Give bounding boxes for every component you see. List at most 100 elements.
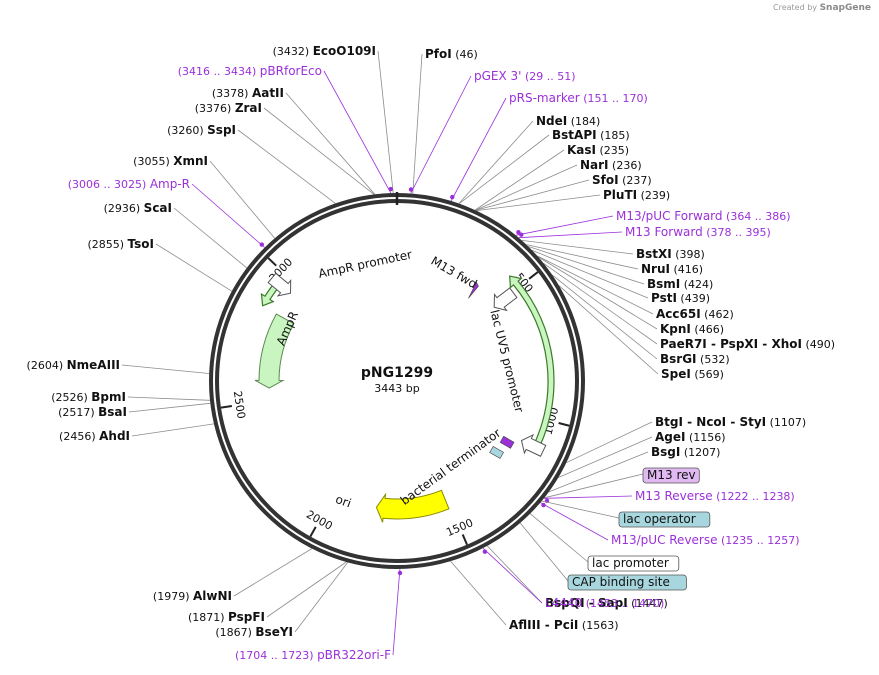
right-label-20-btgi-ncoi-styi[interactable]: BtgI - NcoI - StyI (1107) [655,415,806,429]
right-label-30-l4440-connector [482,547,543,604]
left-label-13-alwni[interactable]: (1979) AlwNI [153,589,232,603]
right-label-20-btgi-ncoi-styi-text: BtgI - NcoI - StyI (1107) [655,415,806,429]
left-label-13-alwni-text: (1979) AlwNI [153,589,232,603]
right-label-23-m13-rev-connector [544,473,644,499]
left-label-5-xmni[interactable]: (3055) XmnI [133,154,208,168]
left-label-15-bseyi-text: (1867) BseYI [215,625,293,639]
right-label-13-bsmi[interactable]: BsmI (424) [647,277,713,291]
right-label-20-btgi-ncoi-styi-connector [566,421,653,464]
left-label-1-pbrforeco[interactable]: (3416 .. 3434) pBRforEco [178,64,322,78]
right-label-18-bsrgi[interactable]: BsrGI (532) [660,352,730,366]
right-label-30-l4440[interactable]: L4440 (1453 .. 1470) [545,596,664,610]
right-label-4-bstapi[interactable]: BstAPI (185) [552,128,630,142]
left-label-3-zrai-connector [263,107,375,195]
right-label-23-m13-rev[interactable]: M13 rev [642,467,700,484]
right-label-12-nrui[interactable]: NruI (416) [641,262,703,276]
right-label-31-afliii-pcii-pos: (1563) [578,619,618,632]
left-label-8-tsoi-connector [155,243,233,292]
right-label-24-m13-reverse-pos: (1222 .. 1238) [713,490,795,503]
feature-lac-uv5-promoter[interactable] [509,275,555,449]
right-label-18-bsrgi-pos: (532) [697,353,730,366]
right-label-9-m13-puc-forward[interactable]: M13/pUC Forward (364 .. 386) [616,209,791,223]
left-label-5-xmni-name: XmnI [173,154,208,168]
left-label-8-tsoi[interactable]: (2855) TsoI [87,237,154,251]
right-label-6-nari[interactable]: NarI (236) [580,158,642,172]
left-label-16-pbr322ori-f-name: pBR322ori-F [317,648,391,662]
left-label-10-bpmi[interactable]: (2526) BpmI [51,390,126,404]
right-label-24-m13-reverse[interactable]: M13 Reverse (1222 .. 1238) [635,489,795,503]
right-label-3-ndei[interactable]: NdeI (184) [536,114,600,128]
right-label-7-sfoi-name: SfoI [592,173,619,187]
right-label-14-psti-connector [531,249,649,299]
left-label-4-sspi-text: (3260) SspI [167,123,236,137]
left-label-7-scai-pos: (2936) [104,202,144,215]
right-label-8-pluti[interactable]: PluTI (239) [603,188,670,202]
left-label-12-ahdi-pos: (2456) [59,430,99,443]
right-label-7-sfoi[interactable]: SfoI (237) [592,173,652,187]
left-label-0-ecoo109i[interactable]: (3432) EcoO109I [273,44,376,58]
right-label-22-bsgi-pos: (1207) [680,446,720,459]
left-label-11-bsai[interactable]: (2517) BsaI [58,405,127,419]
right-label-19-spei-name: SpeI [661,367,691,381]
left-label-6-amp-r-pos: (3006 .. 3025) [68,178,150,191]
right-label-10-m13-forward-name: M13 Forward [625,225,703,239]
right-label-0-pfoi-pos: (46) [452,48,478,61]
left-label-15-bseyi[interactable]: (1867) BseYI [215,625,293,639]
right-label-26-m13-puc-reverse-name: M13/pUC Reverse [611,533,718,547]
right-label-18-bsrgi-text: BsrGI (532) [660,352,730,366]
left-label-1-pbrforeco-site-mark [388,186,393,192]
left-label-2-aatii[interactable]: (3378) AatII [212,86,284,100]
right-label-29-bspqi-sapi-text: BspQI - SapI (1447) [545,596,668,610]
right-label-16-kpni-name: KpnI [660,322,691,336]
left-label-5-xmni-pos: (3055) [133,155,173,168]
right-label-13-bsmi-text: BsmI (424) [647,277,713,291]
right-label-5-kasi-text: KasI (235) [567,143,629,157]
right-label-16-kpni-pos: (466) [691,323,724,336]
right-label-31-afliii-pcii[interactable]: AflIII - PciI (1563) [509,618,618,632]
feature-ampr[interactable] [254,313,295,389]
left-label-16-pbr322ori-f[interactable]: (1704 .. 1723) pBR322ori-F [235,648,391,662]
right-label-26-m13-puc-reverse[interactable]: M13/pUC Reverse (1235 .. 1257) [611,533,800,547]
right-label-10-m13-forward-connector [518,231,623,239]
feature-ori[interactable] [375,489,450,523]
left-label-9-nmeaiii[interactable]: (2604) NmeAIII [27,358,120,372]
site-labels[interactable]: (3432) EcoO109I (3416 .. 3434) pBRforEco (… [27,44,836,662]
left-label-5-xmni-text: (3055) XmnI [133,154,208,168]
left-label-6-amp-r[interactable]: (3006 .. 3025) Amp-R [68,177,190,191]
right-label-7-sfoi-connector [475,179,590,211]
left-label-10-bpmi-connector [127,396,211,401]
left-label-3-zrai[interactable]: (3376) ZraI [195,101,262,115]
right-label-29-bspqi-sapi[interactable]: BspQI - SapI (1447) [545,596,668,610]
right-label-4-bstapi-connector [459,134,550,204]
right-label-11-bstxi[interactable]: BstXI (398) [636,247,705,261]
right-label-30-l4440-pos: (1453 .. 1470) [582,597,664,610]
right-label-22-bsgi[interactable]: BsgI (1207) [651,445,720,459]
feature-m13-fwd[interactable] [468,281,479,299]
right-label-21-agei[interactable]: AgeI (1156) [655,430,726,444]
right-label-5-kasi[interactable]: KasI (235) [567,143,629,157]
right-label-1-pgex-3[interactable]: pGEX 3' (29 .. 51) [474,69,576,83]
right-label-27-lac-promoter-box [587,555,680,572]
right-label-0-pfoi[interactable]: PfoI (46) [425,47,478,61]
right-label-14-psti[interactable]: PstI (439) [651,291,710,305]
left-label-11-bsai-pos: (2517) [58,406,98,419]
right-label-10-m13-forward[interactable]: M13 Forward (378 .. 395) [625,225,771,239]
left-label-12-ahdi[interactable]: (2456) AhdI [59,429,130,443]
right-label-28-cap-binding-site[interactable]: CAP binding site [567,574,687,591]
right-label-27-lac-promoter[interactable]: lac promoter [587,555,680,572]
right-label-16-kpni-connector [538,256,658,330]
left-label-7-scai[interactable]: (2936) ScaI [104,201,172,215]
left-label-4-sspi[interactable]: (3260) SspI [167,123,236,137]
right-label-25-lac-operator[interactable]: lac operator [618,511,711,528]
left-label-13-alwni-pos: (1979) [153,590,193,603]
right-label-2-prs-marker[interactable]: pRS-marker (151 .. 170) [509,91,648,105]
right-label-16-kpni[interactable]: KpnI (466) [660,322,724,336]
feature-bacterial-terminator-mark-b [489,445,504,459]
right-label-15-acc65i[interactable]: Acc65I (462) [656,307,734,321]
right-label-26-m13-puc-reverse-site-mark [541,502,546,508]
right-label-19-spei[interactable]: SpeI (569) [661,367,724,381]
left-label-14-pspfi[interactable]: (1871) PspFI [188,610,265,624]
right-label-17-paer7i-pspxi-xhoi[interactable]: PaeR7I - PspXI - XhoI (490) [660,337,835,351]
right-label-12-nrui-text: NruI (416) [641,262,703,276]
